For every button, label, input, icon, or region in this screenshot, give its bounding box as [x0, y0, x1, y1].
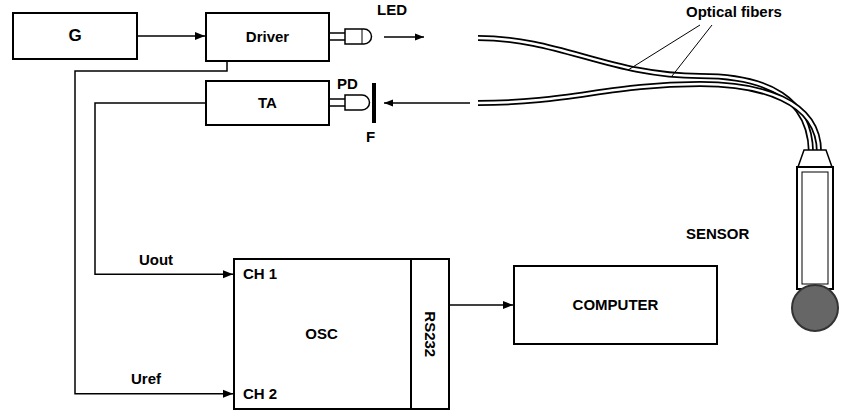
- part-label: Optical fibers: [686, 4, 782, 21]
- amplifier-box: TA: [205, 80, 330, 126]
- optical-fibers: [478, 38, 819, 152]
- led-symbol: [330, 29, 372, 44]
- sensor-probe: [792, 150, 838, 331]
- driver-box: Driver: [205, 12, 330, 62]
- generator-box: G: [12, 12, 138, 60]
- box-label: Driver: [246, 29, 289, 46]
- signal-wire: [138, 35, 205, 37]
- signal-name: Uref: [129, 371, 163, 388]
- leader-line: [628, 25, 700, 70]
- signal-wire: [95, 103, 233, 274]
- box-label: RS232: [422, 311, 439, 357]
- computer-box: COMPUTER: [513, 265, 718, 345]
- box-label: TA: [258, 95, 277, 112]
- light-arrow: [384, 36, 424, 38]
- channel-label: CH 2: [243, 386, 277, 403]
- part-label: LED: [377, 2, 407, 19]
- part-label: SENSOR: [686, 226, 749, 243]
- oscilloscope-box: CH 1 OSC CH 2 RS232: [233, 258, 450, 410]
- signal-name: Uout: [137, 252, 175, 269]
- part-label: F: [366, 129, 375, 146]
- leader-line: [672, 25, 712, 76]
- device-name: OSC: [305, 326, 338, 343]
- filter: [372, 83, 376, 123]
- box-label: G: [68, 27, 81, 46]
- box-label: COMPUTER: [573, 297, 659, 314]
- channel-label: CH 1: [243, 266, 277, 283]
- signal-wire: [450, 304, 513, 306]
- serial-port-box: RS232: [410, 258, 450, 410]
- part-label: PD: [337, 76, 358, 93]
- light-arrow: [384, 102, 470, 104]
- photodiode-symbol: [330, 95, 370, 110]
